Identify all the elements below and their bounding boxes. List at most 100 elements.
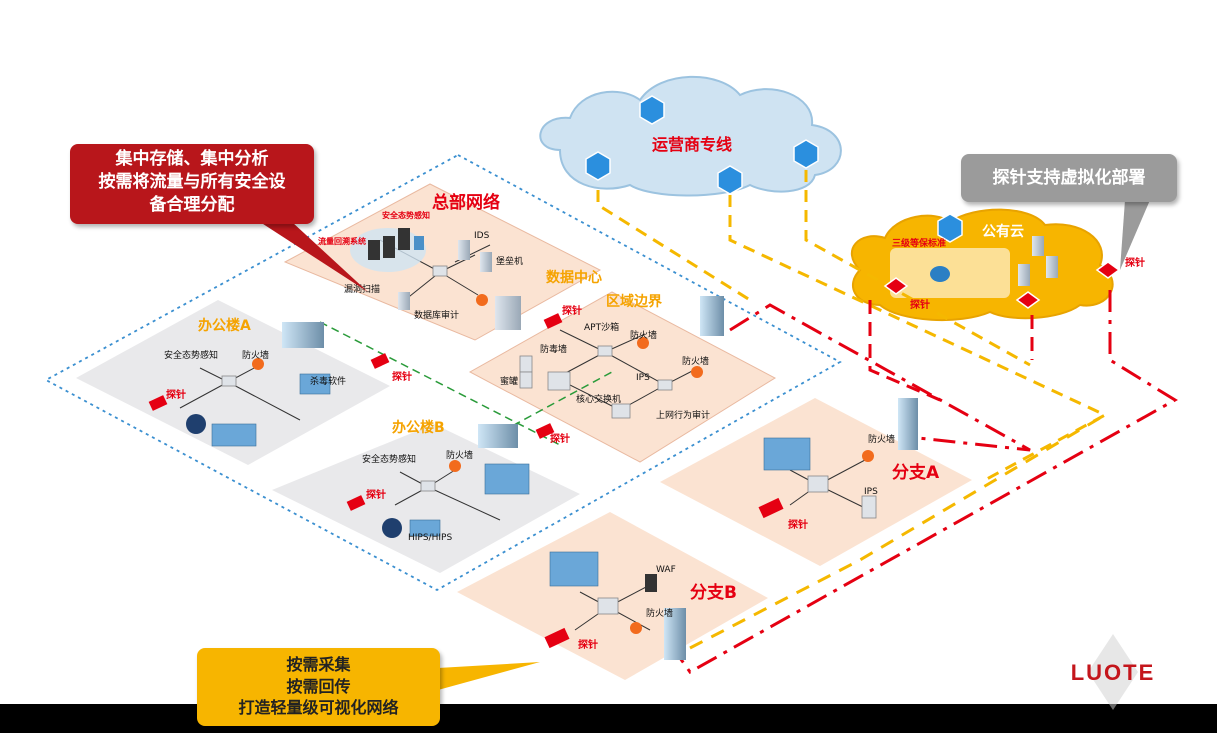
branch-b-switch-icon <box>597 597 619 615</box>
office-b-pcs2-icon <box>409 519 441 537</box>
carrier-node-icon-1 <box>639 95 665 125</box>
branch-b-firewall-icon <box>630 622 642 634</box>
callout-hq-line3: 备合理分配 <box>149 194 235 215</box>
cloud-probe-icon-1 <box>883 277 909 295</box>
office-probe-label: 探针 <box>392 370 412 383</box>
office-a-antivirus-label: 杀毒软件 <box>310 375 346 387</box>
branch-a-probe-icon <box>758 497 784 519</box>
public-cloud-label: 公有云 <box>982 223 1024 240</box>
carrier-node-icon-4 <box>793 139 819 169</box>
cloud-probe-icon-3 <box>1095 261 1121 279</box>
office-probe-icon <box>370 353 390 369</box>
office-a-firewall-label: 防火墙 <box>242 349 269 361</box>
office-b-switch-icon <box>420 480 436 492</box>
branch-a-ips-label: IPS <box>864 487 878 497</box>
cloud-probe-label: 探针 <box>910 298 930 311</box>
border-zone <box>468 291 777 463</box>
border-firewall2-icon <box>691 366 703 378</box>
office-b-firewall-label: 防火墙 <box>446 449 473 461</box>
office-b-building-icon <box>478 424 518 448</box>
border-title: 区域边界 <box>606 293 663 310</box>
border-lines <box>559 329 701 411</box>
cloud-server-icon-1 <box>1018 264 1030 286</box>
office-a-building-icon <box>282 322 324 348</box>
vuln-scan-server-icon <box>398 292 410 310</box>
border-building-icon <box>700 296 724 336</box>
office-a-wifi-icon <box>186 414 206 434</box>
branch-b-probe-icon <box>544 627 570 649</box>
branch-a-title: 分支A <box>892 462 940 483</box>
waf-icon <box>645 574 657 592</box>
honeypot-icon <box>519 371 533 389</box>
branch-a-pcs-icon <box>763 437 811 471</box>
border-probe-label: 探针 <box>550 432 570 445</box>
callout-virtual: 探针支持虚拟化部署 <box>961 154 1177 202</box>
antivirus-wall-icon <box>519 355 533 373</box>
cloud-tag-label: 三级等保标准 <box>892 237 946 249</box>
callout-collect-line2: 按需回传 <box>286 676 351 696</box>
hq-flow-system-label: 流量回溯系统 <box>318 236 366 246</box>
office-a-probe-icon <box>148 395 168 411</box>
link-green-1 <box>319 321 561 446</box>
branch-a-lines <box>789 459 866 509</box>
border-firewall2-label: 防火墙 <box>682 355 709 367</box>
dc-probe-icon <box>543 313 563 329</box>
branch-a-building-icon <box>898 398 918 450</box>
border-probe-icon <box>535 423 555 439</box>
border-honeypot-label: 蜜罐 <box>500 375 518 387</box>
office-a-pcs2-icon <box>211 423 257 447</box>
carrier-node-icon-3 <box>717 165 743 195</box>
branch-b-firewall-label: 防火墙 <box>646 607 673 619</box>
office-a-probe-label: 探针 <box>166 388 186 401</box>
branch-b-title: 分支B <box>690 582 737 603</box>
office-a-firewall-icon <box>252 358 264 370</box>
hq-firewall-icon <box>476 294 488 306</box>
carrier-cloud <box>539 75 842 197</box>
callout-collect: 按需采集 按需回传 打造轻量级可视化网络 <box>197 648 440 726</box>
carrier-node-icon-2 <box>585 151 611 181</box>
office-b-pcs-icon <box>484 463 530 495</box>
callout-collect-pointer <box>438 662 540 690</box>
link-red-3 <box>678 290 1178 674</box>
branch-a-probe-label: 探针 <box>788 518 808 531</box>
border-antivirus-label: 防毒墙 <box>540 343 567 355</box>
office-b-hips-label: HIPS/HIPS <box>408 533 452 543</box>
cloud-probe-icon-2 <box>1015 291 1041 309</box>
hq-vuln-scan-label: 漏洞扫描 <box>344 283 380 295</box>
cloud-server-icon-3 <box>1032 236 1044 256</box>
branch-b-building-icon <box>664 608 686 660</box>
border-firewall1-icon <box>637 337 649 349</box>
bastion-server-icon <box>480 252 492 272</box>
hq-switch-icon <box>432 265 448 277</box>
border-apt-label: APT沙箱 <box>584 321 619 333</box>
link-yellow-1 <box>596 190 751 302</box>
hq-boundary <box>44 153 842 592</box>
dc-probe-label: 探针 <box>562 304 582 317</box>
branch-a-firewall-icon <box>862 450 874 462</box>
border-switch-icon <box>597 345 613 357</box>
border-ips-label: IPS <box>636 373 650 383</box>
office-a-pcs-icon <box>299 373 331 395</box>
branch-b-waf-label: WAF <box>656 565 676 575</box>
office-b-probe-label: 探针 <box>366 488 386 501</box>
hq-bastion-label: 堡垒机 <box>496 255 523 267</box>
bottom-bar <box>0 704 1217 733</box>
callout-collect-line3: 打造轻量级可视化网络 <box>238 698 399 718</box>
cloud-inner-panel <box>890 248 1010 298</box>
cloud-db-icon <box>930 266 950 282</box>
hq-situation-label: 安全态势感知 <box>382 210 430 220</box>
callout-hq-line1: 集中存储、集中分析 <box>115 149 269 169</box>
branch-a-switch-icon <box>807 475 829 493</box>
link-red-2 <box>868 300 941 402</box>
branch-a-ips-icon <box>861 495 877 519</box>
link-yellow-3 <box>804 170 1031 367</box>
callout-hq: 集中存储、集中分析 按需将流量与所有安全设 备合理分配 <box>70 144 314 224</box>
callout-virtual-pointer <box>1120 200 1150 270</box>
datacenter-title: 数据中心 <box>546 269 602 286</box>
server-rack-group <box>350 228 426 272</box>
border-web-audit-label: 上网行为审计 <box>656 409 710 421</box>
branch-b-pcs-icon <box>549 551 599 587</box>
branch-a-firewall-label: 防火墙 <box>868 433 895 445</box>
hq-zone <box>283 183 602 341</box>
